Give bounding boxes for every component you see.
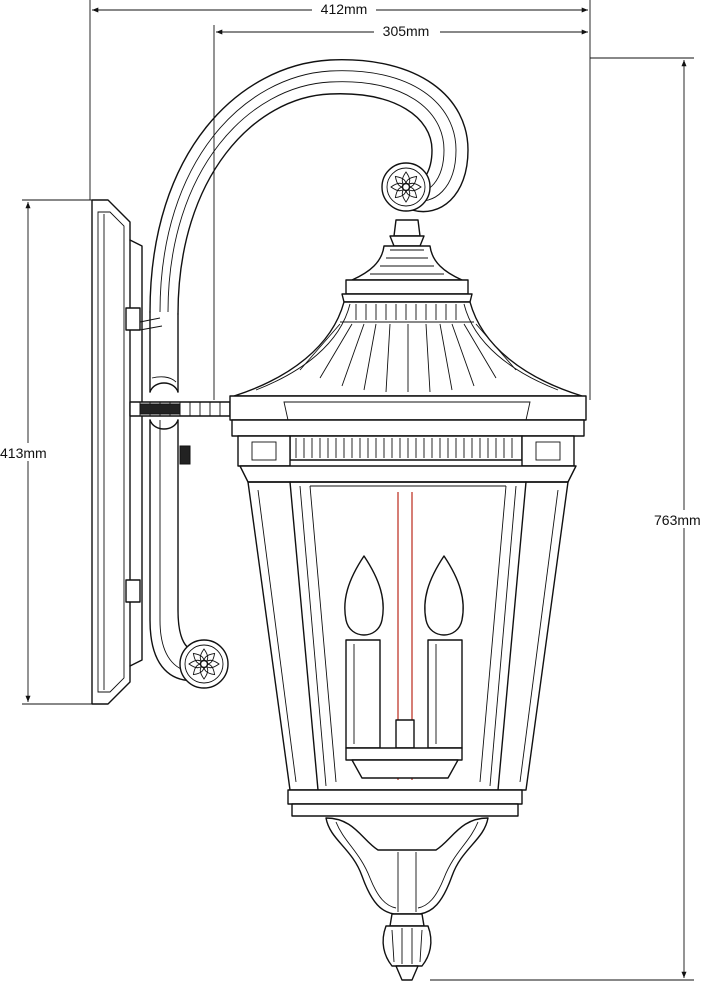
candle-right bbox=[424, 555, 464, 749]
dimension-backplate-height: 413mm bbox=[0, 199, 98, 705]
candle-holder bbox=[345, 719, 463, 779]
dimension-overall-height: 763mm bbox=[430, 57, 717, 981]
lantern-eave bbox=[229, 395, 587, 483]
overall-width-label: 412mm bbox=[321, 1, 368, 17]
upper-rosette-icon bbox=[381, 162, 431, 212]
overall-height-label: 763mm bbox=[654, 512, 701, 528]
dimension-body-width: 305mm bbox=[213, 22, 588, 400]
backplate-height-label: 413mm bbox=[0, 445, 47, 461]
wall-backplate bbox=[91, 199, 143, 705]
lantern-glass-frame bbox=[247, 481, 569, 791]
lantern-finial bbox=[351, 219, 463, 281]
lower-rosette-icon bbox=[179, 639, 229, 689]
mounting-rod bbox=[129, 401, 231, 465]
lantern-bottom-bowl bbox=[325, 817, 489, 981]
lantern-roof bbox=[233, 279, 583, 397]
dimension-overall-width: 412mm bbox=[89, 0, 591, 400]
lantern-bottom-band bbox=[287, 789, 523, 817]
candle-left bbox=[344, 555, 384, 749]
scroll-arm bbox=[139, 59, 469, 682]
body-width-label: 305mm bbox=[383, 23, 430, 39]
